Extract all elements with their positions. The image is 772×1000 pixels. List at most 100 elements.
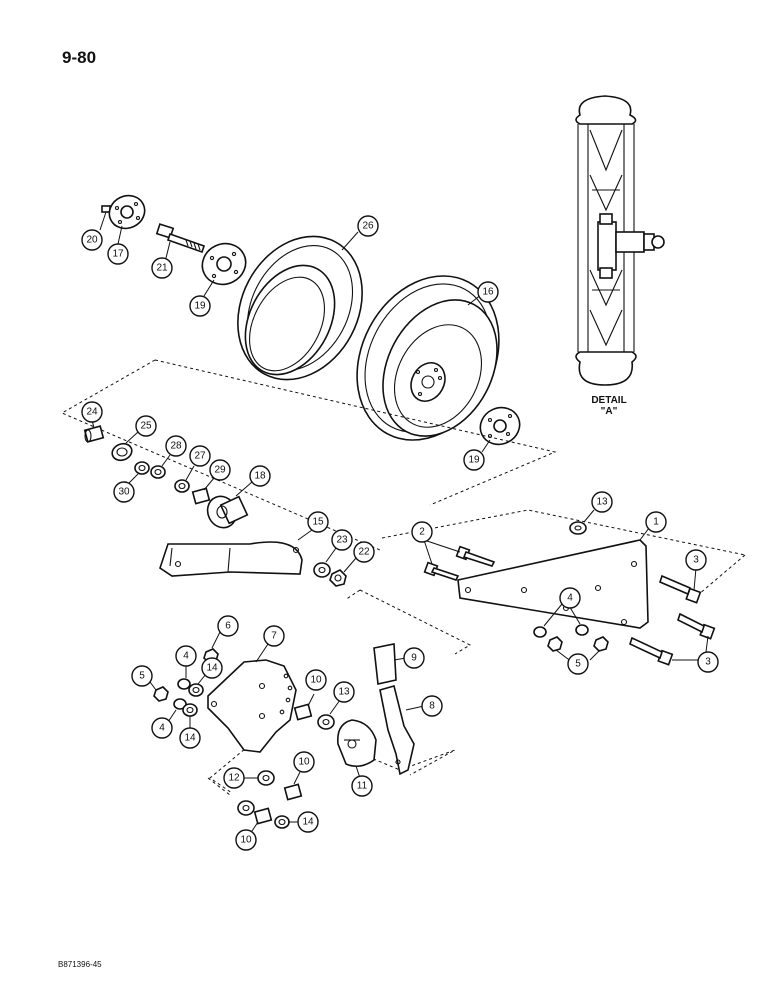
svg-text:10: 10: [310, 675, 322, 686]
callout-3-bottom: 3: [697, 651, 719, 673]
svg-text:19: 19: [468, 455, 480, 466]
callout-15: 15: [307, 511, 329, 533]
svg-text:20: 20: [86, 235, 98, 246]
svg-text:22: 22: [358, 547, 370, 558]
part-11-cam: [336, 719, 377, 779]
svg-text:14: 14: [184, 733, 196, 744]
part-26-tire: [237, 231, 363, 381]
part-5-nut-left: [149, 681, 169, 702]
svg-text:13: 13: [338, 687, 350, 698]
callout-23: 23: [331, 529, 353, 551]
assembly-line-right: [344, 509, 746, 655]
part-7-mounting-plate: [207, 643, 297, 753]
svg-text:17: 17: [112, 249, 124, 260]
part-24-bushing: [83, 419, 105, 443]
part-13-washer-upper: [569, 509, 595, 535]
callout-10-upper: 10: [305, 669, 327, 691]
svg-text:18: 18: [254, 471, 266, 482]
assembly-line-upper: [60, 359, 557, 551]
callout-4-left-top: 4: [175, 645, 197, 667]
callout-30: 30: [113, 481, 135, 503]
callout-20: 20: [81, 229, 103, 251]
callout-19-lower: 19: [463, 449, 485, 471]
callout-5-left: 5: [131, 665, 153, 687]
callout-5-right-a: 5: [567, 653, 589, 675]
part-16-wheel: [356, 275, 500, 441]
part-5-nuts-right: [547, 636, 609, 663]
callout-19-upper: 19: [189, 295, 211, 317]
svg-text:14: 14: [302, 817, 314, 828]
svg-text:25: 25: [140, 421, 152, 432]
callout-12: 12: [223, 767, 245, 789]
part-4-nuts-left: [167, 664, 191, 723]
part-19-plate-lower: [479, 406, 521, 453]
svg-text:30: 30: [118, 487, 130, 498]
part-10-spacer-middle: [283, 771, 303, 801]
part-25-bearing: [111, 431, 139, 462]
svg-text:15: 15: [312, 517, 324, 528]
svg-text:5: 5: [139, 671, 145, 682]
part-14-washer-bottom: [274, 815, 300, 829]
callout-4-left-bottom: 4: [151, 717, 173, 739]
callout-25: 25: [135, 415, 157, 437]
svg-text:4: 4: [159, 723, 165, 734]
detail-label-line2: "A": [600, 406, 618, 417]
part-23-washer: [313, 547, 337, 578]
callout-1: 1: [645, 511, 667, 533]
svg-text:10: 10: [298, 757, 310, 768]
callout-24: 24: [81, 401, 103, 423]
callout-14-left: 14: [179, 727, 201, 749]
svg-text:1: 1: [653, 517, 659, 528]
svg-text:9: 9: [411, 653, 417, 664]
callout-14-bottom: 14: [297, 811, 319, 833]
svg-text:7: 7: [271, 631, 277, 642]
svg-text:28: 28: [170, 441, 182, 452]
svg-text:8: 8: [429, 701, 435, 712]
figure-code: B871396-45: [58, 960, 102, 969]
callout-2: 2: [411, 521, 433, 543]
callout-13-bottom: 13: [333, 681, 355, 703]
part-29-spacer: [191, 477, 215, 505]
svg-text:5: 5: [575, 659, 581, 670]
svg-text:29: 29: [214, 465, 226, 476]
part-9-grip: [373, 643, 407, 685]
part-4-nuts-right: [533, 603, 589, 638]
svg-text:12: 12: [228, 773, 240, 784]
part-3-bolts: [629, 567, 716, 666]
part-21-bolt: [155, 223, 206, 259]
part-20-bolt: [99, 205, 111, 231]
callout-22: 22: [353, 541, 375, 563]
callout-9: 9: [403, 647, 425, 669]
callout-11: 11: [351, 775, 373, 797]
part-14-washers-left: [182, 673, 207, 730]
svg-text:3: 3: [705, 657, 711, 668]
svg-text:21: 21: [156, 263, 168, 274]
svg-text:16: 16: [482, 287, 494, 298]
part-30-washer: [127, 461, 150, 485]
page-number: 9-80: [62, 48, 97, 67]
callout-18: 18: [249, 465, 271, 487]
svg-text:13: 13: [596, 497, 608, 508]
callout-17: 17: [107, 243, 129, 265]
svg-text:27: 27: [194, 451, 206, 462]
callout-10-lower: 10: [235, 829, 257, 851]
part-19-plate-upper: [201, 242, 247, 297]
callout-7: 7: [263, 625, 285, 647]
callout-13-top: 13: [591, 491, 613, 513]
callout-3-top: 3: [685, 549, 707, 571]
part-18-hub: [206, 481, 253, 529]
part-15-arm: [159, 529, 313, 577]
part-2-bolts: [423, 539, 496, 581]
callout-10-middle: 10: [293, 751, 315, 773]
part-10-spacer-lower: [249, 807, 273, 835]
svg-text:10: 10: [240, 835, 252, 846]
svg-text:19: 19: [194, 301, 206, 312]
callout-29: 29: [209, 459, 231, 481]
svg-text:3: 3: [693, 555, 699, 566]
callout-14-top: 14: [201, 657, 223, 679]
svg-text:26: 26: [362, 221, 374, 232]
callout-6: 6: [217, 615, 239, 637]
svg-text:2: 2: [419, 527, 425, 538]
callout-4-right: 4: [559, 587, 581, 609]
